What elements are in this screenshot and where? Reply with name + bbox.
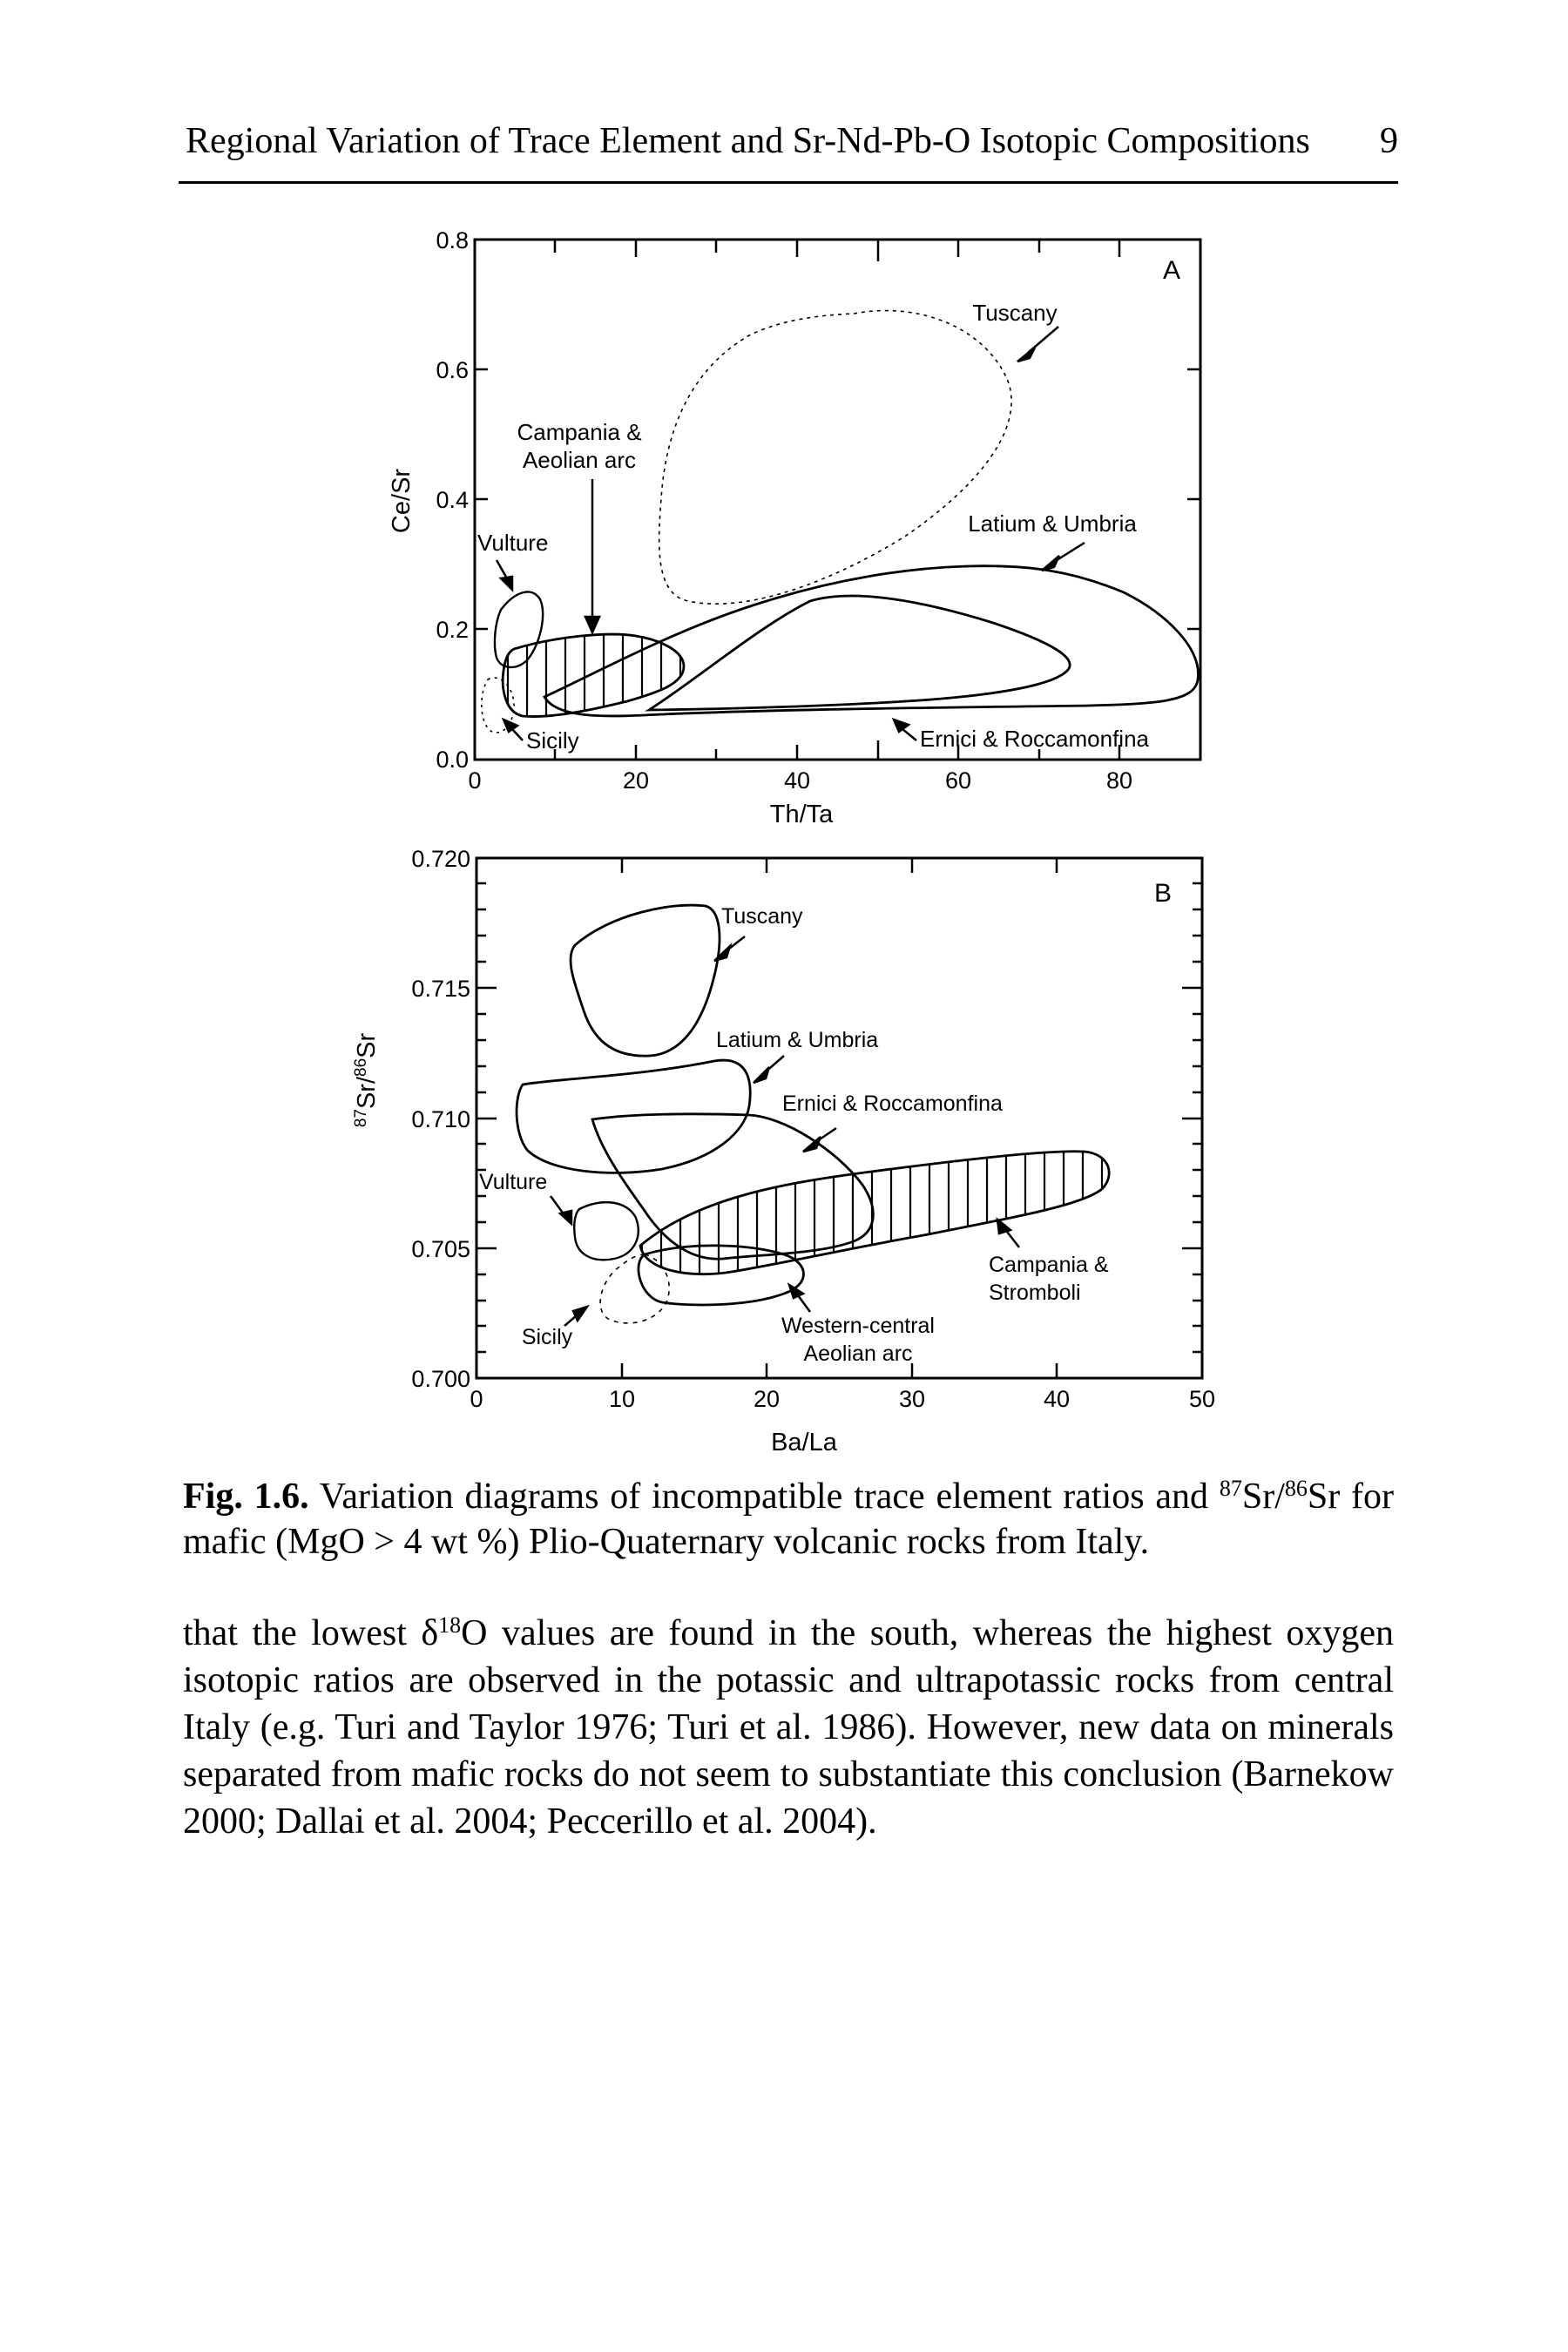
field-a-vulture	[493, 591, 544, 669]
label-b-ernici: Ernici & Roccamonfina	[782, 1092, 1003, 1116]
panel-b-ytick-0.700: 0.700	[411, 1366, 470, 1392]
panel-a-xtick-20: 20	[623, 767, 649, 794]
panel-b-ytick-0.710: 0.710	[411, 1106, 470, 1132]
label-a-latium-umbria: Latium & Umbria	[968, 510, 1137, 537]
caption-text-2: Sr/	[1241, 1477, 1285, 1517]
label-a-campania-2: Aeolian arc	[523, 447, 636, 473]
panel-b-ytick-0.715: 0.715	[411, 976, 470, 1002]
panel-b-xtick-20: 20	[754, 1386, 780, 1412]
label-b-campania-1: Campania &	[989, 1253, 1109, 1277]
caption-text-1: Variation diagrams of incompatible trace…	[319, 1477, 1208, 1517]
field-b-tuscany	[569, 903, 721, 1058]
field-b-sicily	[599, 1254, 670, 1324]
field-a-latium-umbria	[543, 564, 1200, 718]
panel-b: 0 10 20 30 40 50 0.700 0.705 0.710 0.715…	[352, 846, 1215, 1456]
label-b-western-central-1: Western-central	[781, 1314, 935, 1338]
panel-a-xtick-60: 60	[945, 767, 971, 794]
panel-b-xlabel: Ba/La	[771, 1429, 838, 1456]
figure-svg: 0 20 40 60 80 0.0 0.2 0.4 0.6 0.8 Th/Ta …	[352, 227, 1215, 1456]
caption-label: Fig. 1.6.	[183, 1477, 309, 1517]
label-a-sicily: Sicily	[526, 727, 579, 754]
panel-a-ylabel: Ce/Sr	[388, 469, 416, 533]
panel-b-xtick-30: 30	[899, 1386, 925, 1412]
panel-b-xtick-50: 50	[1189, 1386, 1215, 1412]
panel-a-xtick-40: 40	[784, 767, 810, 794]
figure-caption: Fig. 1.6. Variation diagrams of incompat…	[183, 1474, 1394, 1565]
label-a-campania-1: Campania &	[517, 419, 641, 445]
panel-a-ytick-0.2: 0.2	[436, 617, 469, 643]
label-b-tuscany: Tuscany	[721, 904, 803, 929]
body-text-1: that the lowest δ	[183, 1613, 439, 1653]
panel-a-xtick-80: 80	[1106, 767, 1132, 794]
field-b-latium-umbria	[515, 1058, 752, 1174]
field-a-tuscany	[658, 309, 1012, 605]
panel-a-xlabel: Th/Ta	[770, 801, 834, 828]
panel-b-xtick-0: 0	[470, 1386, 483, 1412]
running-title: Regional Variation of Trace Element and …	[186, 121, 1310, 161]
body-sup-18: 18	[438, 1612, 462, 1638]
body-paragraph: that the lowest δ18O values are found in…	[183, 1610, 1394, 1845]
panel-a-ytick-0.8: 0.8	[436, 227, 469, 253]
label-b-sicily: Sicily	[522, 1325, 573, 1349]
panel-a-label: A	[1163, 256, 1180, 285]
panel-b-label: B	[1154, 879, 1172, 908]
caption-sup-86: 86	[1284, 1475, 1308, 1501]
panel-a-ytick-0.6: 0.6	[436, 357, 469, 383]
panel-b-ytick-0.720: 0.720	[411, 846, 470, 872]
label-b-campania-2: Stromboli	[989, 1281, 1081, 1305]
label-b-vulture: Vulture	[479, 1170, 547, 1194]
field-b-campania-stromboli	[639, 1150, 1111, 1276]
label-b-latium-umbria: Latium & Umbria	[716, 1028, 878, 1052]
panel-a: 0 20 40 60 80 0.0 0.2 0.4 0.6 0.8 Th/Ta …	[388, 227, 1202, 828]
page-number: 9	[1380, 121, 1398, 161]
panel-b-ytick-0.705: 0.705	[411, 1236, 470, 1262]
panel-a-ytick-0.4: 0.4	[436, 487, 469, 513]
panel-b-ylabel: 87Sr/86Sr	[352, 1032, 381, 1127]
label-b-western-central-2: Aeolian arc	[803, 1342, 912, 1366]
caption-sup-87: 87	[1219, 1475, 1242, 1501]
field-b-vulture	[573, 1201, 639, 1261]
label-a-vulture: Vulture	[477, 530, 548, 556]
caption-text-3: Sr for mafic (MgO > 4 wt %) Plio-Quatern…	[183, 1477, 1395, 1562]
panel-a-ytick-0.0: 0.0	[436, 747, 469, 773]
figure: 0 20 40 60 80 0.0 0.2 0.4 0.6 0.8 Th/Ta …	[352, 227, 1215, 1456]
label-a-tuscany: Tuscany	[972, 300, 1057, 326]
field-a-ernici	[645, 594, 1071, 712]
label-a-ernici: Ernici & Roccamonfina	[920, 726, 1150, 752]
panel-b-xtick-40: 40	[1044, 1386, 1070, 1412]
body-text-2: O values are found in the south, whereas…	[183, 1613, 1394, 1842]
panel-a-xtick-0: 0	[468, 767, 481, 794]
field-a-campania-aeolian	[501, 632, 686, 718]
panel-b-xtick-10: 10	[609, 1386, 635, 1412]
header-rule	[179, 181, 1398, 184]
running-header: Regional Variation of Trace Element and …	[179, 120, 1398, 167]
